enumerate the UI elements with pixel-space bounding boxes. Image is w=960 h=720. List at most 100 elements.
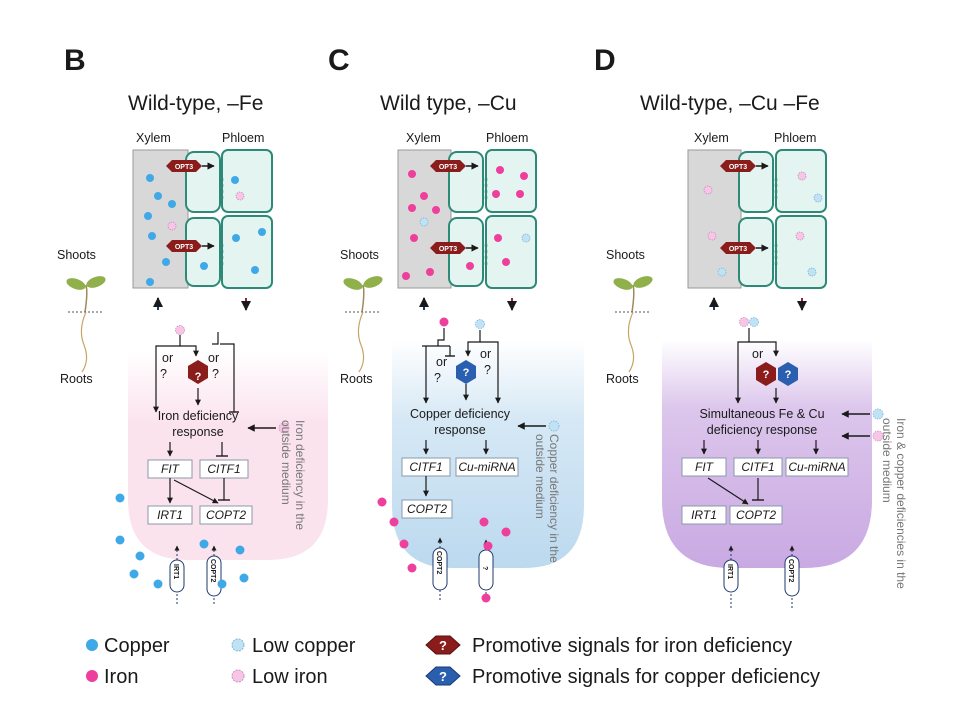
legend: Copper Iron Low copper Low iron ? Promot… bbox=[86, 635, 820, 688]
copper-signal-icon: ? bbox=[456, 360, 476, 384]
iron-ion bbox=[402, 166, 528, 280]
svg-text:OPT3: OPT3 bbox=[729, 246, 747, 253]
transporter-copt2: COPT2 bbox=[206, 545, 222, 604]
or-label: or bbox=[480, 347, 491, 361]
legend-copper-swatch bbox=[86, 639, 98, 651]
response-label: response bbox=[434, 423, 485, 437]
svg-text:?: ? bbox=[463, 367, 470, 379]
side-text: Copper deficiency in the outside medium bbox=[533, 434, 561, 563]
phloem-vessel bbox=[221, 149, 273, 213]
low-iron-ion bbox=[167, 191, 245, 231]
xylem-label: Xylem bbox=[406, 131, 441, 145]
legend-iron-signal-icon: ? bbox=[425, 635, 461, 655]
or-label: or bbox=[436, 355, 447, 369]
shoots-label: Shoots bbox=[606, 248, 645, 262]
or-label: or bbox=[208, 351, 219, 365]
copper-ion bbox=[115, 493, 249, 589]
svg-text:?: ? bbox=[439, 638, 447, 653]
svg-text:outside medium: outside medium bbox=[880, 418, 894, 503]
question-label: ? bbox=[212, 367, 219, 381]
svg-text:?: ? bbox=[481, 566, 488, 570]
seedling-icon bbox=[613, 276, 653, 373]
question-label: ? bbox=[484, 363, 491, 377]
side-text: Iron deficiency in the outside medium bbox=[279, 420, 307, 530]
opt3-transporter: OPT3 bbox=[166, 240, 215, 252]
seedling-icon bbox=[66, 276, 106, 373]
low-iron-ion bbox=[175, 325, 185, 335]
svg-text:?: ? bbox=[195, 371, 202, 383]
svg-text:?: ? bbox=[785, 369, 792, 381]
low-copper-ion bbox=[419, 217, 531, 243]
shoots-label: Shoots bbox=[340, 248, 379, 262]
gene-box: IRT1 bbox=[157, 508, 183, 522]
svg-text:outside medium: outside medium bbox=[533, 434, 547, 519]
panel-c: C Wild type, –Cu Xylem Phloem OPT3 OPT3 bbox=[328, 44, 584, 603]
panel-letter: D bbox=[594, 44, 616, 77]
question-label: ? bbox=[434, 371, 441, 385]
svg-text:COPT2: COPT2 bbox=[787, 559, 794, 582]
phloem-label: Phloem bbox=[222, 131, 264, 145]
svg-text:Iron deficiency in the: Iron deficiency in the bbox=[293, 420, 307, 530]
gene-box: IRT1 bbox=[691, 508, 717, 522]
roots-label: Roots bbox=[60, 372, 93, 386]
gene-box: Cu-miRNA bbox=[458, 460, 515, 474]
copper-ion bbox=[144, 174, 266, 286]
panel-letter: B bbox=[64, 44, 86, 77]
svg-text:outside medium: outside medium bbox=[279, 420, 293, 505]
copper-signal-icon: ? bbox=[778, 362, 798, 386]
panel-title: Wild-type, –Cu –Fe bbox=[640, 92, 820, 115]
question-label: ? bbox=[160, 367, 167, 381]
panel-d: D Wild-type, –Cu –Fe Xylem Phloem OPT3 O… bbox=[594, 44, 908, 608]
svg-text:OPT3: OPT3 bbox=[175, 164, 193, 171]
opt3-transporter: OPT3 bbox=[430, 242, 479, 254]
low-iron-ion bbox=[278, 422, 290, 434]
svg-text:?: ? bbox=[763, 369, 770, 381]
opt3-transporter: OPT3 bbox=[430, 160, 479, 172]
side-text: Iron & copper deficiencies in the outsid… bbox=[880, 418, 908, 589]
transporter-copt2: COPT2 bbox=[784, 545, 800, 608]
seedling-icon bbox=[343, 276, 383, 373]
low-copper-ion bbox=[475, 319, 485, 329]
svg-text:Copper deficiency in the: Copper deficiency in the bbox=[547, 434, 561, 563]
iron-ion bbox=[439, 317, 449, 327]
transporter-irt1: IRT1 bbox=[723, 545, 739, 608]
roots-label: Roots bbox=[606, 372, 639, 386]
or-label: or bbox=[752, 347, 763, 361]
response-label: Iron deficiency bbox=[158, 409, 239, 423]
gene-box: CITF1 bbox=[207, 462, 240, 476]
svg-text:COPT2: COPT2 bbox=[435, 551, 442, 574]
panel-b: B Wild-type, –Fe Xylem Phloem OPT3 OPT3 bbox=[57, 44, 328, 604]
low-iron-ion bbox=[739, 317, 749, 327]
phloem-label: Phloem bbox=[774, 131, 816, 145]
low-copper-ion bbox=[548, 420, 560, 432]
gene-box: FIT bbox=[161, 462, 181, 476]
xylem-label: Xylem bbox=[136, 131, 171, 145]
response-label: deficiency response bbox=[707, 423, 818, 437]
roots-label: Roots bbox=[340, 372, 373, 386]
svg-text:Iron & copper deficiencies in: Iron & copper deficiencies in the bbox=[894, 418, 908, 589]
response-label: Copper deficiency bbox=[410, 407, 511, 421]
transporter-copt2: COPT2 bbox=[432, 537, 448, 600]
xylem-vessel bbox=[132, 149, 189, 289]
legend-copper-signal-icon: ? bbox=[425, 666, 461, 686]
xylem-vessel bbox=[687, 149, 742, 289]
iron-signal-icon: ? bbox=[188, 360, 208, 384]
svg-text:IRT1: IRT1 bbox=[726, 564, 733, 579]
legend-copper-label: Copper bbox=[104, 635, 170, 657]
legend-iron-swatch bbox=[86, 670, 98, 682]
svg-text:?: ? bbox=[439, 669, 447, 684]
gene-box: COPT2 bbox=[206, 508, 246, 522]
gene-box: CITF1 bbox=[409, 460, 442, 474]
gene-box: Cu-miRNA bbox=[788, 460, 845, 474]
legend-iron-label: Iron bbox=[104, 666, 138, 688]
low-copper-ion bbox=[872, 408, 884, 420]
svg-text:OPT3: OPT3 bbox=[175, 244, 193, 251]
svg-text:COPT2: COPT2 bbox=[209, 559, 216, 582]
opt3-transporter: OPT3 bbox=[166, 160, 215, 172]
xylem-label: Xylem bbox=[694, 131, 729, 145]
phloem-label: Phloem bbox=[486, 131, 528, 145]
gene-box: COPT2 bbox=[407, 502, 447, 516]
or-label: or bbox=[162, 351, 173, 365]
phloem-vessel bbox=[485, 149, 537, 213]
response-label: Simultaneous Fe & Cu bbox=[699, 407, 824, 421]
